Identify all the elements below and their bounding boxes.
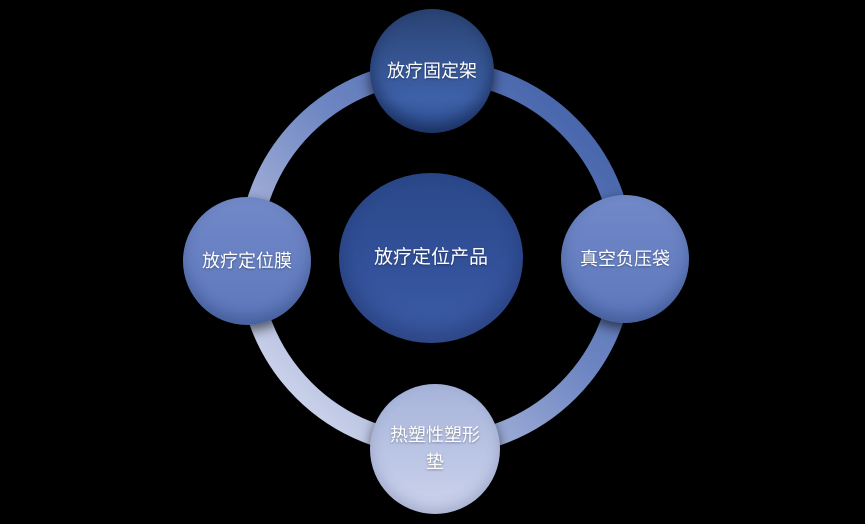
node-bottom-circle: 热塑性塑形垫	[370, 384, 500, 514]
node-left-label: 放疗定位膜	[202, 250, 292, 271]
node-top-label: 放疗固定架	[387, 60, 477, 81]
node-top-circle: 放疗固定架	[370, 9, 494, 133]
center-node-circle: 放疗定位产品	[339, 173, 523, 343]
node-right-circle: 真空负压袋	[561, 195, 689, 323]
center-node-label: 放疗定位产品	[373, 246, 488, 268]
node-bottom-label: 热塑性塑形垫	[390, 425, 480, 472]
node-left-circle: 放疗定位膜	[183, 197, 311, 325]
node-right-label: 真空负压袋	[580, 248, 670, 269]
